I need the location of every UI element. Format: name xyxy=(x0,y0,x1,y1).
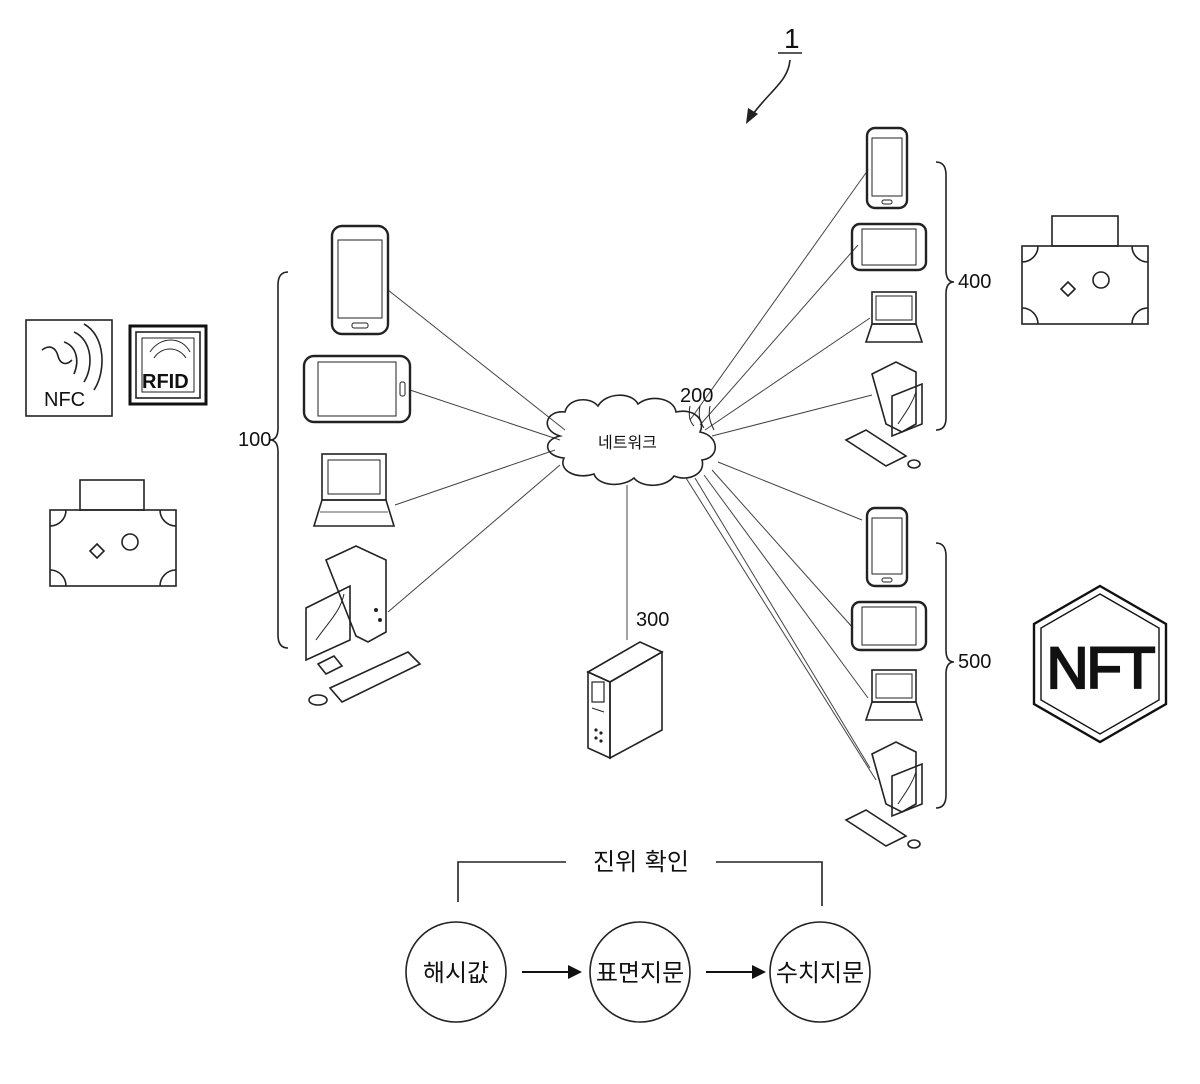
arrow-right-icon xyxy=(752,965,766,979)
step-hash-label: 해시값 xyxy=(423,959,489,987)
group-500-label: 500 xyxy=(958,651,991,673)
group-400: 400 xyxy=(936,162,991,430)
smartphone-icon xyxy=(332,226,388,334)
laptop-icon-400 xyxy=(866,292,922,342)
product-icon-left xyxy=(50,480,176,586)
tablet-icon xyxy=(304,356,410,422)
smartphone-icon-500 xyxy=(867,508,907,586)
figure-ref: 1 xyxy=(746,23,802,124)
group-500: 500 xyxy=(936,543,991,808)
arrow-right-icon xyxy=(568,965,582,979)
verification-flow: 진위 확인 해시값 표면지문 수치지문 xyxy=(406,848,870,1022)
nfc-tag: NFC xyxy=(26,320,112,416)
server-label: 300 xyxy=(636,609,669,631)
group-100: 100 xyxy=(238,272,288,648)
tablet-icon-500 xyxy=(852,602,926,650)
nft-label: NFT xyxy=(1047,636,1155,701)
desktop-icon xyxy=(306,546,420,705)
server-300: 300 xyxy=(588,609,669,758)
rfid-tag: RFID xyxy=(130,326,206,404)
product-icon-right xyxy=(1022,216,1148,324)
step-surface-label: 표면지문 xyxy=(596,959,684,987)
desktop-icon-500 xyxy=(846,742,922,848)
laptop-icon xyxy=(314,454,394,526)
rfid-label: RFID xyxy=(142,371,189,393)
network-ref-label: 200 xyxy=(680,385,713,407)
tablet-icon-400 xyxy=(852,224,926,270)
network-cloud: 네트워크 200 xyxy=(547,385,715,485)
network-label: 네트워크 xyxy=(598,433,657,452)
group-100-label: 100 xyxy=(238,429,271,451)
smartphone-icon-400 xyxy=(867,128,907,208)
nft-badge: NFT xyxy=(1034,586,1166,742)
laptop-icon-500 xyxy=(866,670,922,720)
step-numeric-label: 수치지문 xyxy=(776,959,864,987)
verification-title: 진위 확인 xyxy=(593,848,689,876)
connection-lines xyxy=(388,170,876,780)
nfc-label: NFC xyxy=(44,389,85,411)
figure-ref-number: 1 xyxy=(784,23,800,54)
group-400-label: 400 xyxy=(958,271,991,293)
desktop-icon-400 xyxy=(846,362,922,468)
